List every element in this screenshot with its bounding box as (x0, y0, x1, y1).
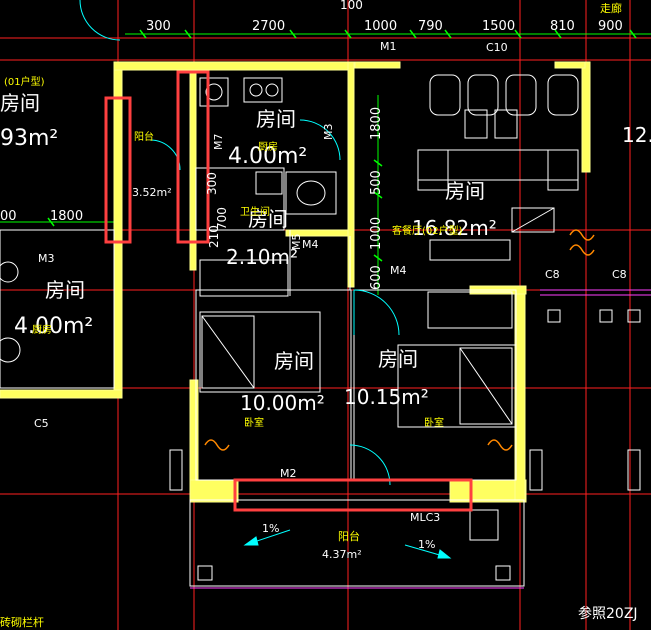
label-slope-1: 1% (262, 522, 279, 535)
room-bed-right-name: 房间 (378, 347, 418, 371)
label-c10: C10 (486, 41, 508, 54)
label-balcony-area: 4.37m² (322, 548, 362, 561)
dim-700-small: 700 (215, 207, 229, 230)
dim-210-small: 210 (207, 225, 221, 248)
label-door-m3a: M3 (38, 252, 55, 265)
room-bed-left-area: 10.00m² (240, 391, 325, 415)
label-kitchen: 厨房 (258, 140, 278, 153)
dimension-lines (0, 29, 651, 295)
room-bed-right-area: 10.15m² (344, 385, 429, 409)
room-kitchen-name: 房间 (256, 107, 296, 131)
room-left-top-area: 93m² (0, 126, 58, 151)
room-living-area: 16.82m² (412, 216, 497, 240)
room-left-kitchen-area: 4.00m² (14, 314, 93, 339)
plants (204, 229, 595, 451)
label-unit-type-2: 客餐厅(02户型) (392, 224, 463, 237)
dim-1500: 1500 (482, 19, 515, 34)
highlight-bottom-wall (233, 478, 473, 512)
room-kitchen-area: 4.00m² (228, 144, 307, 169)
vdim-500: 500 (369, 170, 384, 195)
label-m1: M1 (380, 40, 397, 53)
label-bathroom: 卫生间 (240, 205, 270, 218)
vdim-600: 600 (369, 265, 384, 290)
label-door-m2: M2 (280, 467, 297, 480)
label-bedroom-1: 卧室 (244, 416, 264, 429)
walls (0, 61, 591, 503)
dim-1000: 1000 (364, 19, 397, 34)
dim-810: 810 (550, 19, 575, 34)
label-balcony-small-area: 3.52m² (132, 186, 172, 199)
furniture (0, 74, 641, 581)
vdim-1000: 1000 (369, 217, 384, 250)
room-bed-left-name: 房间 (274, 349, 314, 373)
label-walkway: 走廊 (600, 1, 622, 15)
label-door-m4b: M4 (390, 264, 407, 277)
label-door-m5: M5 (290, 234, 303, 251)
label-unit-type-1: (01户型) (4, 75, 45, 88)
label-door-m3b: M3 (322, 124, 335, 141)
slope-arrows (243, 529, 452, 559)
label-mlc3: MLC3 (410, 511, 440, 524)
dim-300-small: 300 (205, 172, 219, 195)
label-slope-2: 1% (418, 538, 435, 551)
highlight-kitchen-wall (176, 70, 210, 244)
label-bottom-right: 参照20ZJ (578, 605, 638, 622)
label-balcony-small: 阳台 (134, 130, 154, 143)
label-bedroom-2: 卧室 (424, 416, 444, 429)
label-door-m4a: M4 (302, 238, 319, 251)
label-balcony: 阳台 (338, 529, 360, 543)
dim-2700: 2700 (252, 19, 285, 34)
room-bath-area: 2.10m² (226, 245, 298, 269)
room-bath-name: 房间 (248, 207, 288, 231)
highlight-boxes (104, 70, 473, 512)
label-window-c8a: C8 (545, 268, 560, 281)
label-kitchen-left: 厨房 (32, 323, 52, 336)
dim-top-100: 100 (340, 0, 363, 12)
dim-790: 790 (418, 19, 443, 34)
vdim-1800: 1800 (369, 107, 384, 140)
label-window-c5: C5 (34, 417, 49, 430)
window-symbols (190, 289, 651, 589)
highlight-left-wall (104, 96, 132, 244)
dim-900: 900 (598, 19, 623, 34)
room-right-top-area: 12.9 (622, 123, 651, 147)
label-door-m7: M7 (212, 134, 225, 151)
dim-300: 300 (146, 19, 171, 34)
room-left-top-name: 房间 (0, 91, 40, 115)
label-window-c8b: C8 (612, 268, 627, 281)
dim-left-00: 00 (0, 209, 17, 224)
room-left-kitchen-name: 房间 (45, 278, 85, 302)
label-bottom-left: 砖砌栏杆 (0, 615, 44, 629)
dim-left-1800: 1800 (50, 209, 83, 224)
doors (79, 0, 400, 486)
room-living-name: 房间 (445, 179, 485, 203)
